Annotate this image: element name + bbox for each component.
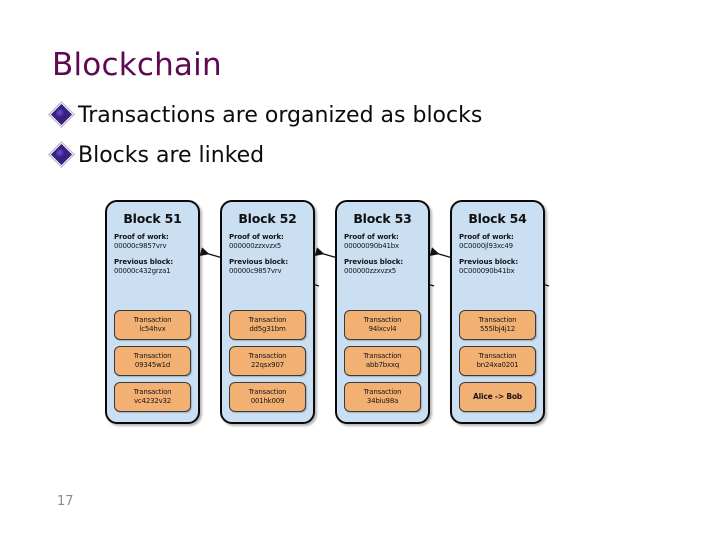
transaction-list: Transaction dd5g31bm Transaction 22qsx90… [229,310,306,418]
block-title: Block 51 [123,211,182,226]
proof-of-work-value: 00000090b41bx [344,241,399,250]
transaction-box-alice-bob[interactable]: Alice -> Bob [459,382,536,412]
transaction-id: 34biu98a [366,397,399,405]
previous-block-label: Previous block: [459,257,519,266]
proof-of-work-field: Proof of work: 0C0000jl93xc49 [452,233,543,251]
transaction-id: vc4232v32 [133,397,172,405]
bullet-item-label: Blocks are linked [78,143,265,168]
block-title: Block 54 [468,211,527,226]
proof-of-work-value: 00000c9857vrv [114,241,167,250]
transaction-id: abb7bxxq [365,361,400,369]
previous-block-value: 0C000090b41bx [459,266,515,275]
transaction-box[interactable]: Transaction bn24xa0201 [459,346,536,376]
page-number: 17 [57,494,74,509]
transaction-box[interactable]: Transaction 34biu98a [344,382,421,412]
previous-block-label: Previous block: [114,257,174,266]
transaction-label: Transaction [248,316,287,325]
blockchain-diagram: Block 51 Proof of work: 00000c9857vrv Pr… [100,196,570,436]
bullet-item-0: Transactions are organized as blocks [49,96,652,136]
diamond-bullet-icon [49,102,74,127]
previous-block-field: Previous block: 0C000090b41bx [452,258,543,276]
transaction-label: Transaction [248,388,287,397]
transaction-label: Transaction [363,352,402,361]
transaction-id: 22qsx907 [251,361,284,369]
block-card-53[interactable]: Block 53 Proof of work: 00000090b41bx Pr… [335,200,430,424]
previous-block-value: 000000zzxvzx5 [344,266,397,275]
proof-of-work-field: Proof of work: 00000090b41bx [337,233,428,251]
previous-block-field: Previous block: 00000c432grza1 [107,258,198,276]
transaction-box[interactable]: Transaction 001hk009 [229,382,306,412]
transaction-label: Transaction [133,388,172,397]
previous-block-label: Previous block: [229,257,289,266]
transaction-id: lc54hvx [139,325,166,333]
previous-block-field: Previous block: 00000c9857vrv [222,258,313,276]
transaction-box[interactable]: Transaction lc54hvx [114,310,191,340]
transaction-label: Alice -> Bob [473,392,522,402]
transaction-box[interactable]: Transaction 94lxcvl4 [344,310,421,340]
transaction-label: Transaction [478,352,517,361]
transaction-label: Transaction [478,316,517,325]
transaction-label: Transaction [248,352,287,361]
transaction-box[interactable]: Transaction dd5g31bm [229,310,306,340]
proof-of-work-label: Proof of work: [459,233,514,241]
proof-of-work-value: 0C0000jl93xc49 [459,241,513,250]
transaction-list: Transaction lc54hvx Transaction 09345w1d… [114,310,191,418]
proof-of-work-label: Proof of work: [114,233,169,241]
previous-block-field: Previous block: 000000zzxvzx5 [337,258,428,276]
block-title: Block 53 [353,211,412,226]
bullet-item-1: Blocks are linked [49,136,652,176]
transaction-id: 09345w1d [134,361,171,369]
bullet-item-label: Transactions are organized as blocks [78,103,483,128]
transaction-box[interactable]: Transaction 22qsx907 [229,346,306,376]
transaction-id: 001hk009 [250,397,285,405]
transaction-label: Transaction [363,316,402,325]
previous-block-value: 00000c432grza1 [114,266,171,275]
block-card-52[interactable]: Block 52 Proof of work: 000000zzxvzx5 Pr… [220,200,315,424]
transaction-id: 94lxcvl4 [368,325,397,333]
proof-of-work-field: Proof of work: 00000c9857vrv [107,233,198,251]
proof-of-work-field: Proof of work: 000000zzxvzx5 [222,233,313,251]
proof-of-work-value: 000000zzxvzx5 [229,241,282,250]
transaction-list: Transaction 555lbj4j12 Transaction bn24x… [459,310,536,418]
bullet-list: Transactions are organized as blocks Blo… [49,96,652,176]
proof-of-work-label: Proof of work: [229,233,284,241]
transaction-box[interactable]: Transaction 09345w1d [114,346,191,376]
block-card-51[interactable]: Block 51 Proof of work: 00000c9857vrv Pr… [105,200,200,424]
previous-block-value: 00000c9857vrv [229,266,282,275]
transaction-id: 555lbj4j12 [480,325,515,333]
transaction-label: Transaction [133,316,172,325]
block-title: Block 52 [238,211,297,226]
transaction-box[interactable]: Transaction 555lbj4j12 [459,310,536,340]
page-title: Blockchain [52,47,222,83]
diamond-bullet-icon [49,142,74,167]
transaction-box[interactable]: Transaction vc4232v32 [114,382,191,412]
block-card-54[interactable]: Block 54 Proof of work: 0C0000jl93xc49 P… [450,200,545,424]
proof-of-work-label: Proof of work: [344,233,399,241]
transaction-id: dd5g31bm [249,325,286,333]
transaction-label: Transaction [363,388,402,397]
transaction-box[interactable]: Transaction abb7bxxq [344,346,421,376]
transaction-list: Transaction 94lxcvl4 Transaction abb7bxx… [344,310,421,418]
transaction-label: Transaction [133,352,172,361]
previous-block-label: Previous block: [344,257,404,266]
transaction-id: bn24xa0201 [476,361,519,369]
